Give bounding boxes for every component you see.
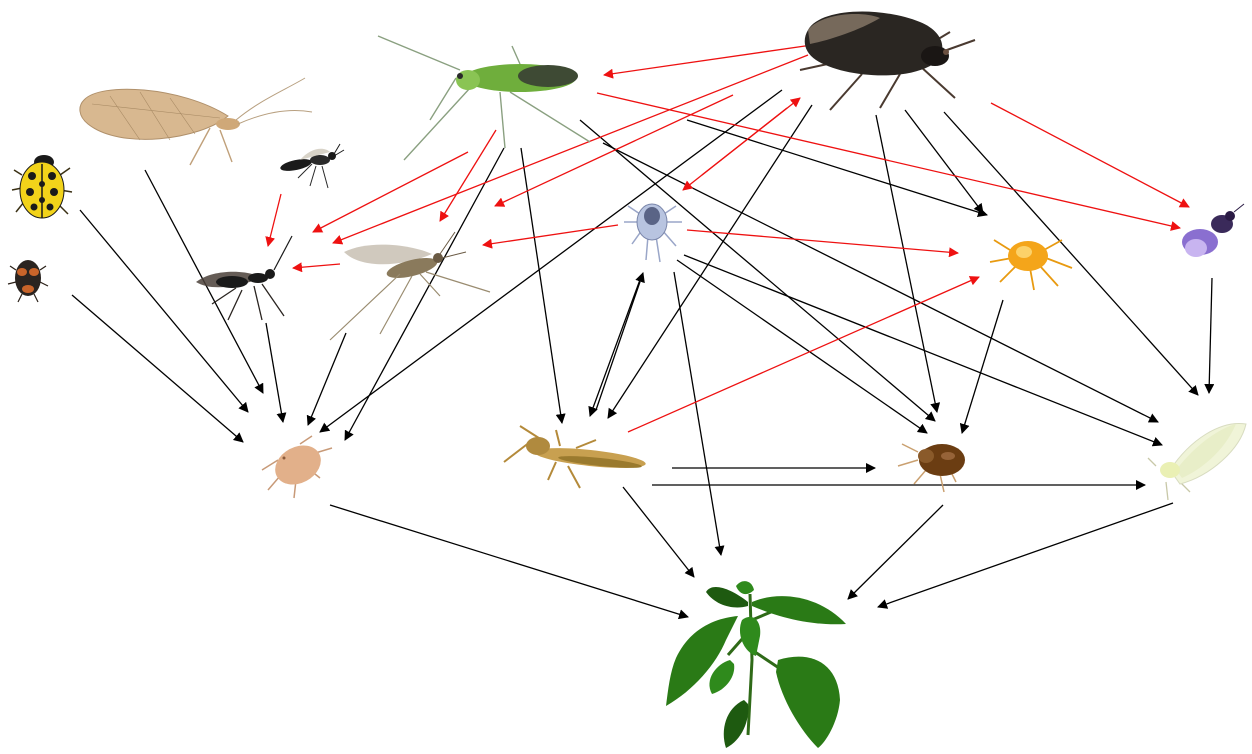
arrow-mirid-to-thrips xyxy=(521,148,562,423)
parasitoid-wasp-icon xyxy=(196,236,292,320)
arrow-mirid-to-spidermite xyxy=(580,120,935,421)
arrow-bluemite-to-spidermite xyxy=(677,260,927,433)
thrips-icon xyxy=(504,426,647,488)
plant-icon xyxy=(666,581,846,748)
lacewing-icon xyxy=(80,78,312,165)
arrow-orangemite-to-spidermite xyxy=(962,300,1003,433)
blue-mite-icon xyxy=(624,204,682,262)
arrow-smallwasp-to-wasp xyxy=(268,194,281,246)
arrow-bluemite-to-orangemite xyxy=(687,230,958,253)
arrow-wasp-to-aphid xyxy=(266,323,283,422)
black-arrows xyxy=(72,90,1212,617)
ladybird-orange-icon xyxy=(8,260,48,302)
arrow-ladybird-orange-to-aphid xyxy=(72,295,243,442)
arrow-midge-to-aphid xyxy=(308,333,346,425)
arrow-pirate-to-purplewasp xyxy=(905,110,983,213)
purple-wasp-icon xyxy=(1182,204,1244,257)
arrow-pirate-to-whitefly xyxy=(944,112,1198,395)
orange-mite-icon xyxy=(990,240,1072,290)
arrow-thrips-to-orangemite xyxy=(628,277,979,432)
arrow-bluemite-to-plant xyxy=(674,272,721,555)
arrow-thrips-to-bluemite xyxy=(596,273,643,410)
arrow-ladybird-yellow-to-aphid xyxy=(80,210,248,412)
whitefly-icon xyxy=(1148,423,1246,500)
arrow-bluemite-to-midge xyxy=(483,225,618,245)
arrow-pirate-to-mirid xyxy=(604,45,812,75)
arrow-bluemite-to-whitefly xyxy=(684,255,1162,445)
mirid-bug-icon xyxy=(378,36,590,160)
arrow-pirate-to-midge xyxy=(495,95,733,206)
arrow-spidermite-to-plant xyxy=(848,505,943,599)
arrow-midge-to-wasp xyxy=(293,264,340,268)
red-arrows xyxy=(268,45,1189,432)
pirate-bug-icon xyxy=(800,12,975,110)
arrow-whitefly-to-plant xyxy=(878,503,1173,607)
arrow-thrips-to-plant xyxy=(623,487,694,577)
arrow-pirate-to-orangemite xyxy=(687,120,987,215)
arrow-pirate-to-thrips xyxy=(608,105,812,418)
ladybird-yellow-icon xyxy=(12,155,72,218)
aphid-icon xyxy=(262,436,332,498)
arrow-mirid-to-midge xyxy=(440,130,496,221)
arrow-bluemite-to-thrips xyxy=(590,277,641,416)
arrow-aphid-to-plant xyxy=(330,505,688,617)
arrow-purplewasp-to-whitefly xyxy=(1209,278,1212,393)
small-wasp-icon xyxy=(279,144,344,188)
arrow-mirid-to-whitefly xyxy=(603,143,1158,422)
